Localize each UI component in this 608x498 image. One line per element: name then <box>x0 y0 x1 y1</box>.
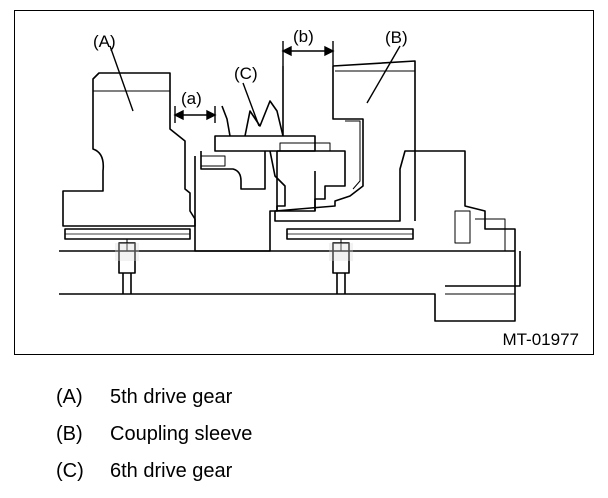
legend-text: Coupling sleeve <box>110 423 253 445</box>
diagram-frame: (A) (B) (C) (a) (b) MT-01977 <box>14 10 594 355</box>
leader-c <box>242 82 260 127</box>
legend-item: (A) 5th drive gear <box>56 386 252 423</box>
figure-id: MT-01977 <box>502 330 579 349</box>
callout-a: (A) <box>93 32 116 51</box>
callout-b: (B) <box>385 28 408 47</box>
gear-b-body <box>274 66 516 251</box>
roller-left <box>64 228 191 240</box>
gear-a-body <box>62 72 196 227</box>
cross-section-drawing: (A) (B) (C) (a) (b) <box>59 27 521 322</box>
roller-right <box>286 228 414 240</box>
callout-c: (C) <box>234 64 258 83</box>
shaft-bolt-left <box>118 242 136 294</box>
legend-key: (C) <box>56 460 84 482</box>
legend-text: 6th drive gear <box>110 460 233 482</box>
legend-text: 5th drive gear <box>110 386 233 408</box>
legend-key: (A) <box>56 386 83 408</box>
legend-item: (B) Coupling sleeve <box>56 423 252 460</box>
leader-a <box>109 45 134 112</box>
legend: (A) 5th drive gear (B) Coupling sleeve (… <box>56 386 252 497</box>
callout-dim-b: (b) <box>293 27 314 46</box>
dimension-a <box>173 106 217 123</box>
callout-dim-a: (a) <box>181 89 202 108</box>
legend-key: (B) <box>56 423 83 445</box>
shaft-bolt-right <box>332 242 350 294</box>
coupling-sleeve <box>276 150 346 212</box>
leader-b <box>366 45 401 104</box>
legend-item: (C) 6th drive gear <box>56 460 252 497</box>
dimension-b <box>281 41 335 66</box>
